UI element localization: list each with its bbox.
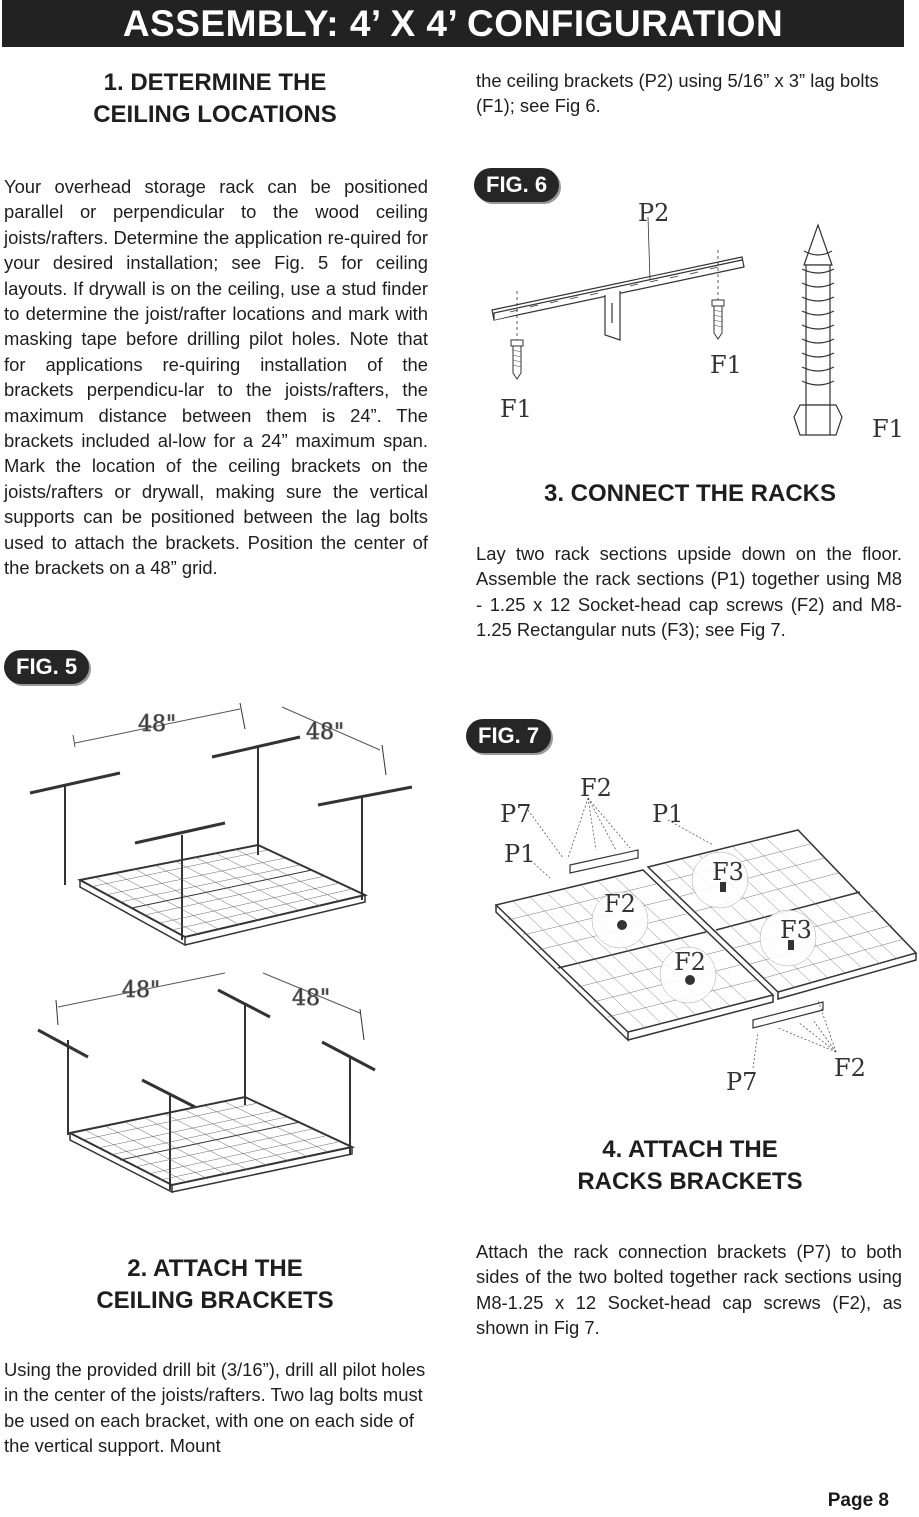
section4-heading-line1: 4. ATTACH THE xyxy=(602,1136,778,1163)
section2-heading-line1: 2. ATTACH THE xyxy=(127,1255,303,1282)
fig7-label-f3-top: F3 xyxy=(712,858,744,886)
fig6-label-f1-right: F1 xyxy=(872,415,904,443)
fig7-label-f2-mid: F2 xyxy=(674,948,706,976)
fig6-label-f1-left: F1 xyxy=(500,395,532,423)
page-banner-title: ASSEMBLY: 4’ X 4’ CONFIGURATION xyxy=(2,0,904,47)
fig6-badge: FIG. 6 xyxy=(474,168,560,202)
fig5-dim-bottom-right: 48" xyxy=(292,986,330,1011)
fig6-bracket-and-bolt-drawing: P2 F1 F1 F1 xyxy=(491,199,904,443)
fig7-label-f2-left: F2 xyxy=(604,890,636,918)
fig7-label-f2-bottom: F2 xyxy=(834,1054,866,1082)
section4-body: Attach the rack connection brackets (P7)… xyxy=(476,1241,902,1339)
fig7-label-p1-left: P1 xyxy=(504,840,535,868)
fig7-label-p7-bottom: P7 xyxy=(726,1068,757,1096)
fig5-dim-top-right: 48" xyxy=(306,720,344,745)
page-number: Page 8 xyxy=(827,1490,889,1511)
fig7-label-f3-right: F3 xyxy=(780,916,812,944)
fig7-label-f2-top: F2 xyxy=(580,774,612,802)
section3-body: Lay two rack sections upside down on the… xyxy=(476,543,902,641)
section1-heading: 1. DETERMINE THE CEILING LOCATIONS xyxy=(30,67,400,131)
section3-heading: 3. CONNECT THE RACKS xyxy=(543,480,837,507)
fig7-label-p1-right: P1 xyxy=(652,800,683,828)
section2-body: Using the provided drill bit (3/16”), dr… xyxy=(4,1359,426,1457)
fig5-ceiling-layout-drawing: 48" 48" 48" 48" xyxy=(29,702,413,1194)
section1-heading-line1: 1. DETERMINE THE xyxy=(103,69,327,96)
fig7-rack-connection-drawing: F2 P7 P1 P1 F3 F2 F3 F2 P7 F2 xyxy=(494,774,918,1096)
fig6-label-p2: P2 xyxy=(638,199,669,227)
section4-heading: 4. ATTACH THE RACKS BRACKETS xyxy=(476,1134,904,1198)
section1-heading-line2: CEILING LOCATIONS xyxy=(93,101,337,128)
fig7-label-p7-top: P7 xyxy=(500,800,531,828)
section2-body-continued: the ceiling brackets (P2) using 5/16” x … xyxy=(476,70,879,117)
section2-heading-line2: CEILING BRACKETS xyxy=(96,1287,334,1314)
fig5-dim-top-left: 48" xyxy=(138,712,176,737)
fig7-badge: FIG. 7 xyxy=(466,719,552,753)
fig5-dim-bottom-left: 48" xyxy=(122,978,160,1003)
section2-heading: 2. ATTACH THE CEILING BRACKETS xyxy=(30,1253,400,1317)
section1-body: Your overhead storage rack can be positi… xyxy=(4,176,428,579)
section4-heading-line2: RACKS BRACKETS xyxy=(577,1168,803,1195)
fig6-label-f1-mid: F1 xyxy=(710,351,742,379)
fig5-badge: FIG. 5 xyxy=(4,650,90,684)
